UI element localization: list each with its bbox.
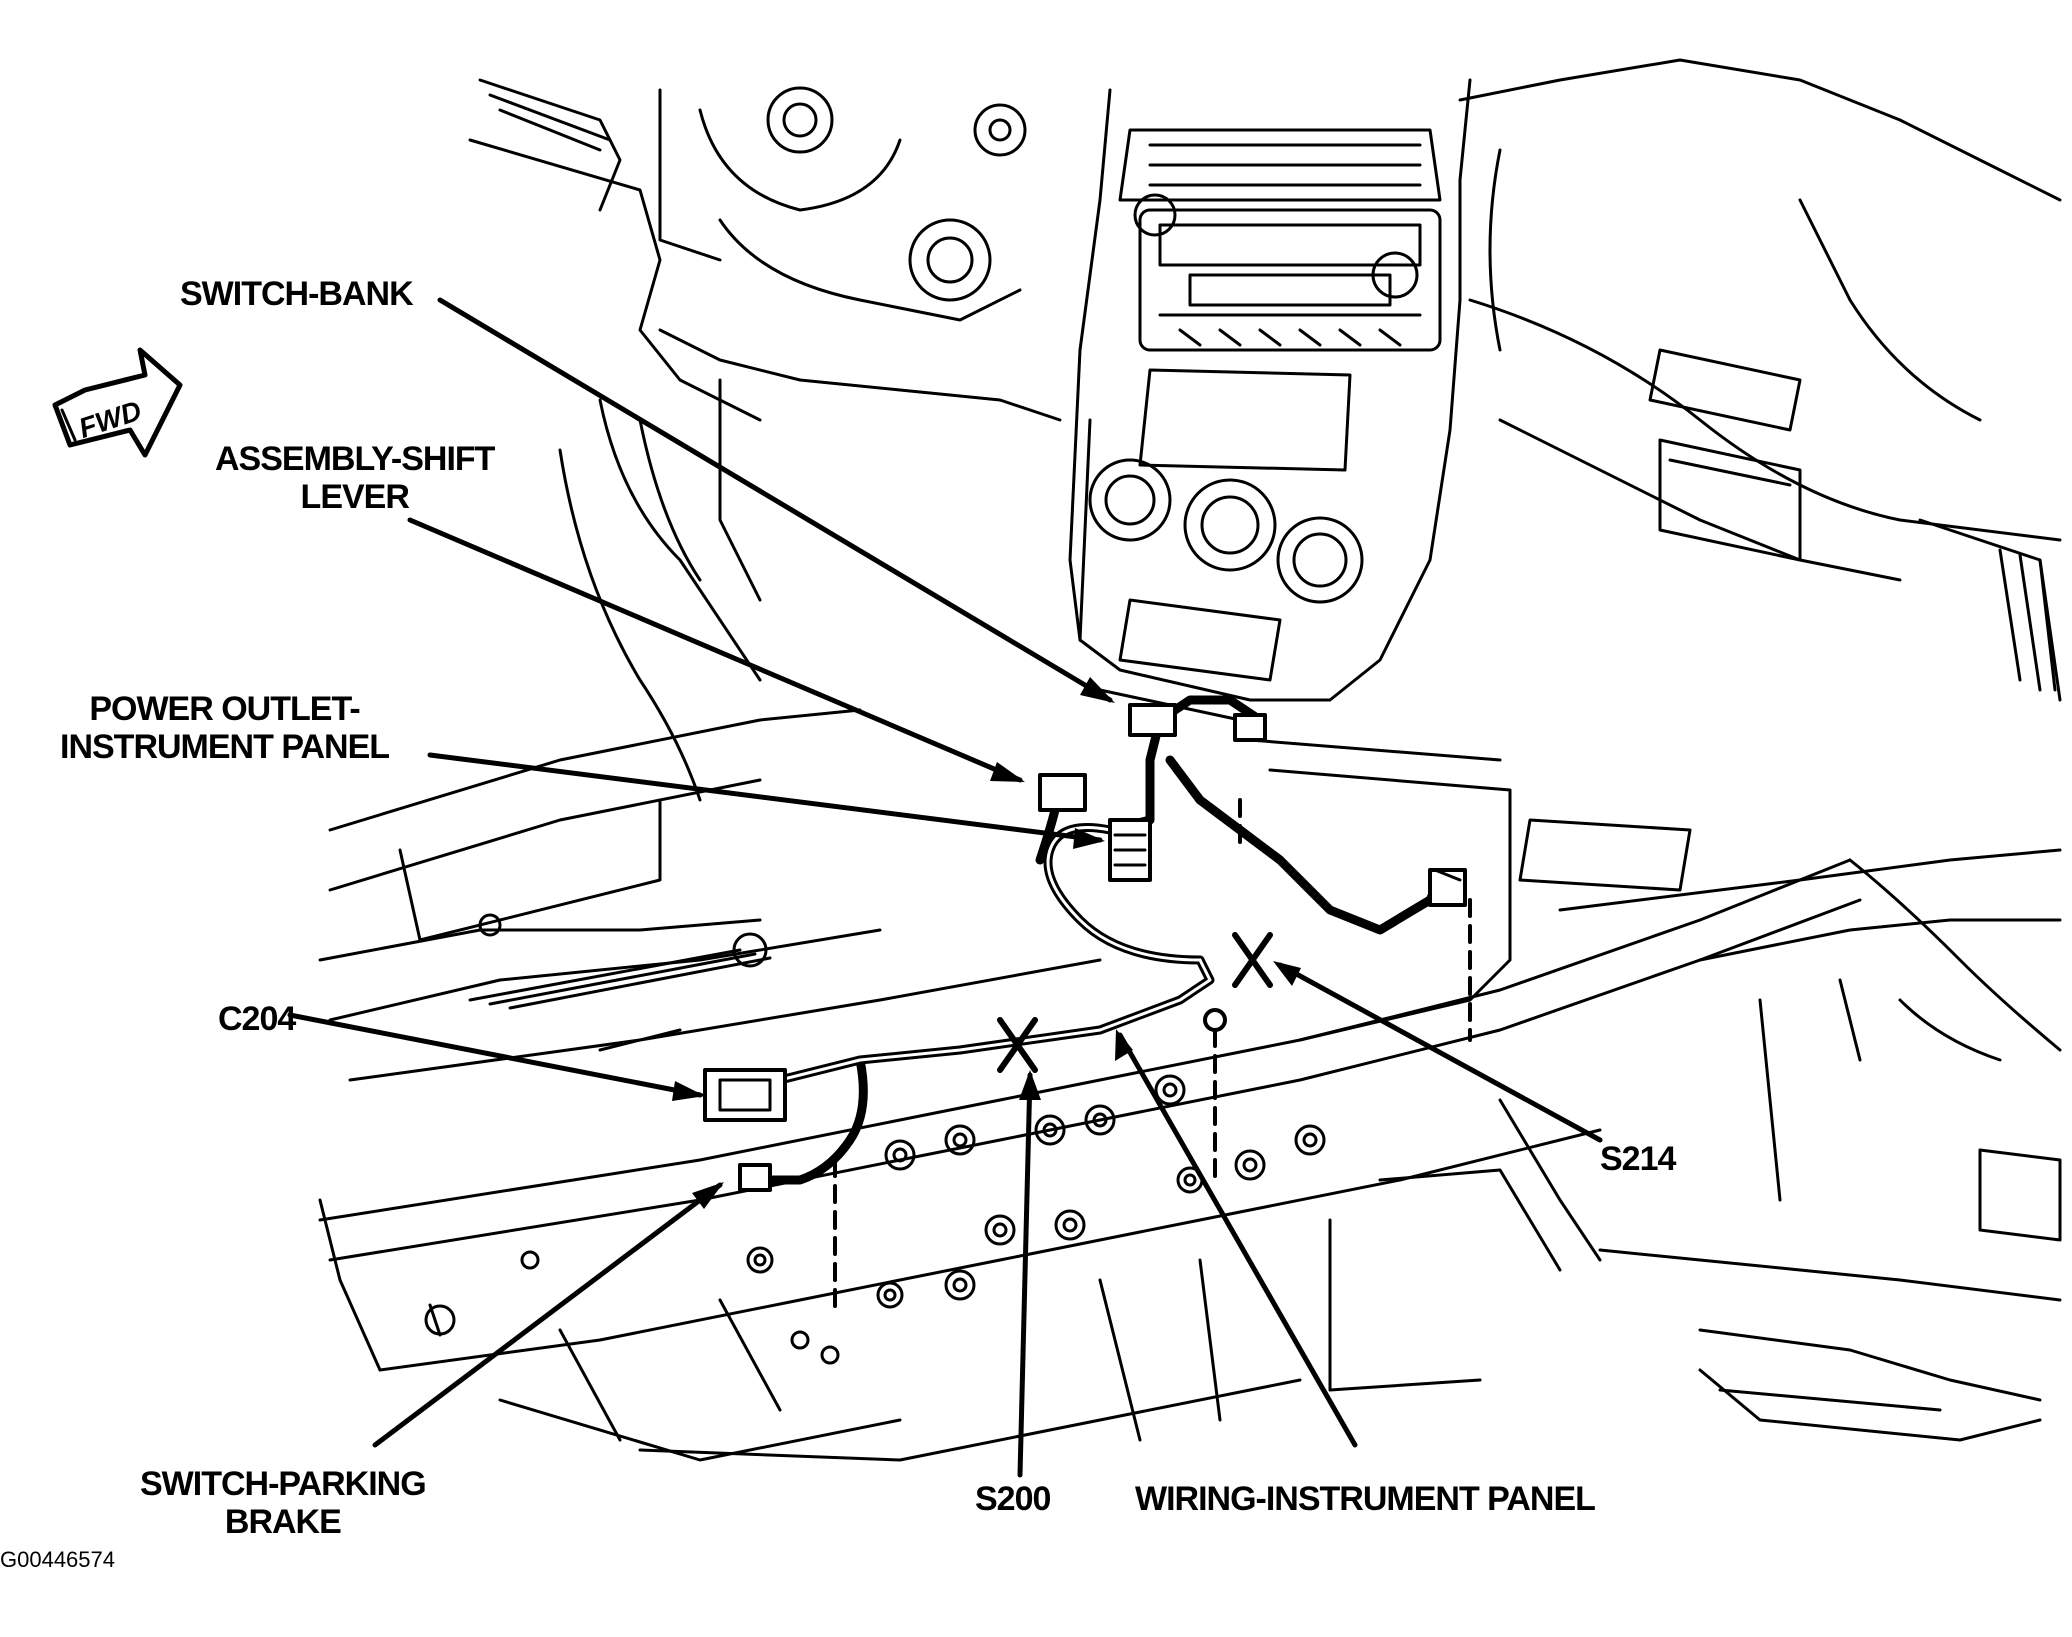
wiring-harness-inner	[718, 826, 1212, 1097]
label-power-outlet-line2: INSTRUMENT PANEL	[60, 728, 390, 766]
label-switch-bank-text: SWITCH-BANK	[180, 275, 414, 313]
label-power-outlet: POWER OUTLET- INSTRUMENT PANEL	[60, 690, 390, 766]
ground-eyelet	[1203, 1008, 1227, 1032]
label-s214-text: S214	[1600, 1140, 1676, 1178]
label-power-outlet-line1: POWER OUTLET-	[89, 690, 360, 728]
fwd-arrow	[52, 347, 183, 458]
label-shift-lever: ASSEMBLY-SHIFT LEVER	[215, 440, 495, 516]
connector-shift-lever	[1038, 773, 1087, 812]
label-switch-bank: SWITCH-BANK	[180, 275, 414, 313]
label-s200-text: S200	[975, 1480, 1051, 1518]
connector-parking-brake	[738, 1163, 772, 1192]
label-wiring-instrument-panel: WIRING-INSTRUMENT PANEL	[1135, 1480, 1596, 1518]
splice-s214-mark	[1232, 932, 1273, 988]
connector-switch-bank	[1128, 703, 1267, 742]
leader-lines	[287, 297, 1603, 1478]
label-wiring-ip-text: WIRING-INSTRUMENT PANEL	[1135, 1480, 1596, 1518]
label-shift-lever-line1: ASSEMBLY-SHIFT	[215, 440, 495, 478]
leader-arrowheads	[672, 677, 1301, 1209]
label-parking-brake-line2: BRAKE	[224, 1503, 342, 1541]
label-c204: C204	[218, 1000, 296, 1038]
connector-c204	[688, 1068, 787, 1122]
connector-power-outlet	[1108, 818, 1152, 882]
splice-s200-mark	[997, 1017, 1038, 1073]
connector-right	[1428, 868, 1467, 907]
figure-id: G00446574	[0, 1547, 115, 1572]
dashboard-linework	[318, 58, 2062, 1462]
label-parking-brake-line1: SWITCH-PARKING	[140, 1465, 427, 1503]
label-s200: S200	[975, 1480, 1051, 1518]
label-s214: S214	[1600, 1140, 1676, 1178]
label-parking-brake: SWITCH-PARKING BRAKE	[140, 1465, 427, 1541]
label-c204-text: C204	[218, 1000, 296, 1038]
fastener-dash-lines	[833, 798, 1472, 1312]
label-shift-lever-line2: LEVER	[300, 478, 410, 516]
